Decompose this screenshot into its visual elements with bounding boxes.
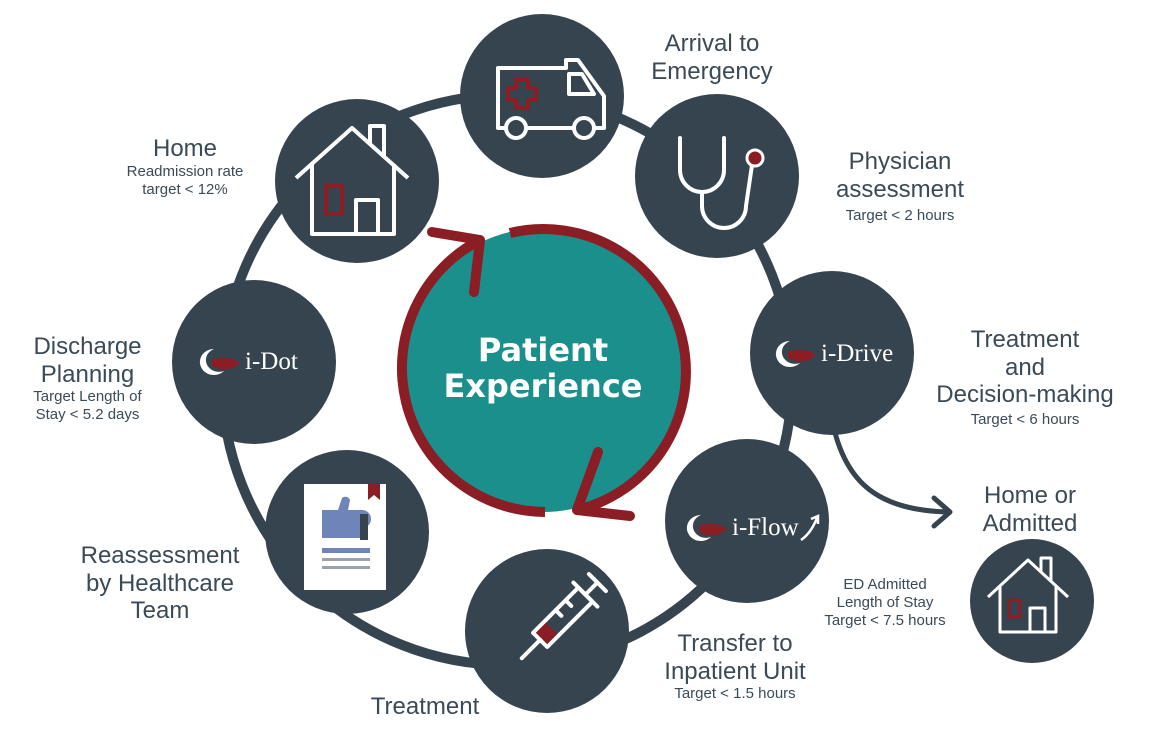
treatment-decision-title-line2: and	[1004, 353, 1046, 381]
i-drive-logo: i-Drive	[764, 338, 893, 370]
stethoscope-icon	[678, 136, 765, 230]
branch-connector	[829, 419, 949, 515]
physician-title-line2: assessment	[835, 175, 965, 203]
home-admitted-title-line2: Admitted	[982, 509, 1078, 537]
treatment-decision-title-line1: Treatment	[970, 326, 1080, 353]
node-physician	[635, 94, 799, 258]
house-icon	[294, 124, 410, 236]
label-reassessment: Reassessment by Healthcare Team	[55, 542, 265, 625]
discharge-sub-line2: Stay < 5.2 days	[35, 406, 140, 424]
arrival-title-line2: Emergency	[651, 57, 773, 85]
discharge-title-line2: Planning	[40, 360, 135, 388]
ed-admitted-line3: Target < 7.5 hours	[824, 612, 946, 629]
cycle-arrow-left	[396, 235, 546, 517]
reassessment-title-line3: Team	[130, 597, 190, 625]
swoosh-icon	[686, 514, 727, 541]
treatment-decision-title-line3: Decision-making	[936, 381, 1114, 409]
transfer-title-line2: Inpatient Unit	[664, 657, 806, 685]
label-treatment-decision: Treatment and Decision-making Target < 6…	[915, 326, 1135, 429]
physician-target: Target < 2 hours	[845, 207, 955, 225]
node-home	[275, 99, 439, 263]
reassessment-title-line2: by Healthcare	[85, 569, 235, 597]
i-dot-label: i-Dot	[245, 348, 298, 375]
node-treatment-decision	[750, 271, 914, 435]
i-flow-logo: i-Flow	[675, 512, 821, 544]
cycle-arrowhead-top	[427, 227, 485, 297]
label-ed-admitted: ED Admitted Length of Stay Target < 7.5 …	[800, 576, 970, 630]
ed-admitted-line1: ED Admitted	[843, 576, 927, 593]
home-admitted-title-line1: Home or	[983, 482, 1077, 509]
swoosh-icon	[199, 348, 240, 375]
center-title: Patient Experience	[423, 331, 663, 405]
center-circle	[401, 228, 685, 512]
swoosh-icon	[775, 340, 816, 367]
label-physician: Physician assessment Target < 2 hours	[815, 148, 985, 225]
arrival-title-line1: Arrival to	[664, 30, 760, 57]
ed-admitted-line2: Length of Stay	[836, 594, 934, 611]
home-sub-line1: Readmission rate	[126, 162, 244, 180]
i-flow-label: i-Flow	[732, 514, 799, 541]
label-treatment: Treatment	[340, 693, 510, 721]
home-sub-line2: target < 12%	[142, 180, 228, 198]
thumbs-up-document-icon	[304, 484, 386, 590]
upward-arrow-icon	[799, 514, 819, 542]
physician-title-line1: Physician	[848, 148, 952, 175]
syringe-icon	[519, 572, 608, 661]
cycle-arrowhead-bottom	[572, 447, 635, 521]
center-title-line2: Experience	[443, 366, 643, 405]
center-title-line1: Patient	[477, 331, 609, 369]
node-ed-admitted	[665, 439, 829, 603]
label-discharge: Discharge Planning Target Length of Stay…	[10, 333, 165, 424]
node-discharge	[172, 280, 336, 444]
cycle-arrow-right	[508, 224, 691, 515]
reassessment-title-line1: Reassessment	[80, 542, 240, 569]
house-icon	[986, 556, 1070, 634]
transfer-title-line1: Transfer to	[677, 630, 793, 657]
label-arrival: Arrival to Emergency	[632, 30, 792, 85]
transfer-target: Target < 1.5 hours	[674, 685, 796, 703]
i-dot-logo: i-Dot	[188, 346, 298, 378]
node-arrival	[460, 14, 624, 178]
node-home-admitted	[970, 539, 1094, 663]
discharge-sub-line1: Target Length of	[33, 388, 142, 406]
label-home: Home Readmission rate target < 12%	[100, 135, 270, 199]
treatment-title: Treatment	[370, 693, 480, 720]
ambulance-icon	[496, 58, 606, 140]
treatment-decision-target: Target < 6 hours	[970, 410, 1080, 428]
home-title: Home	[152, 135, 218, 162]
i-drive-label: i-Drive	[821, 340, 894, 367]
label-home-admitted: Home or Admitted	[955, 482, 1105, 537]
branch-arrowhead	[931, 495, 953, 529]
discharge-title-line1: Discharge	[33, 333, 142, 360]
label-transfer: Transfer to Inpatient Unit Target < 1.5 …	[640, 630, 830, 703]
